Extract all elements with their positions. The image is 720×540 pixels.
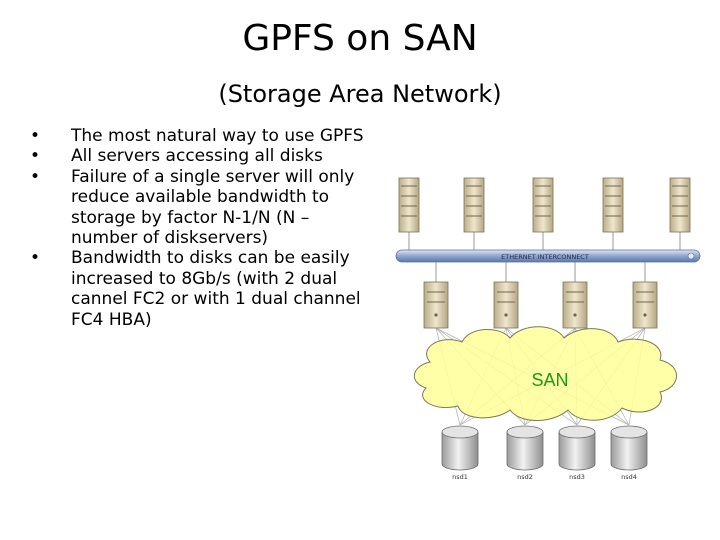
bullet-item: •All servers accessing all disks <box>30 146 323 167</box>
bullet-text: Failure of a single server will only red… <box>71 166 355 249</box>
disk-label: nsd2 <box>517 473 533 481</box>
ethernet-bus <box>395 249 701 263</box>
interconnect-label: ETHERNET INTERCONNECT <box>501 253 589 261</box>
bullet-text: The most natural way to use GPFS <box>71 126 364 146</box>
server-icon <box>463 177 485 233</box>
bullet-text: All servers accessing all disks <box>71 146 323 167</box>
disk-icon <box>441 425 479 471</box>
bus-connections <box>408 232 681 282</box>
san-diagram: ETHERNET INTERCONNECT SAN nsd1 nsd2 nsd3… <box>395 177 701 481</box>
server-icon <box>532 177 554 233</box>
disk-server-icon <box>493 281 519 329</box>
disk-server-icon <box>632 281 658 329</box>
disk-label: nsd1 <box>452 473 468 481</box>
disk-server-icon <box>423 281 449 329</box>
bullet-text: Bandwidth to disks can be easily increas… <box>71 248 361 330</box>
slide-subtitle: (Storage Area Network) <box>218 80 502 108</box>
disk-server-icon <box>562 281 588 329</box>
disk-icon <box>506 425 544 471</box>
slide-title: GPFS on SAN <box>242 18 478 59</box>
bullet-list: •The most natural way to use GPFS •All s… <box>30 126 370 330</box>
disk-label: nsd3 <box>569 473 585 481</box>
bullet-item: •Bandwidth to disks can be easily increa… <box>30 248 361 330</box>
disk-icon <box>610 425 648 471</box>
san-cloud <box>414 326 677 421</box>
disk-label: nsd4 <box>621 473 637 481</box>
server-icon <box>602 177 624 233</box>
disk-icon <box>558 425 596 471</box>
server-icon <box>398 177 420 233</box>
bullet-item: •The most natural way to use GPFS <box>30 126 364 146</box>
san-label: SAN <box>531 370 568 390</box>
bullet-item: •Failure of a single server will only re… <box>30 166 355 249</box>
server-icon <box>669 177 691 233</box>
